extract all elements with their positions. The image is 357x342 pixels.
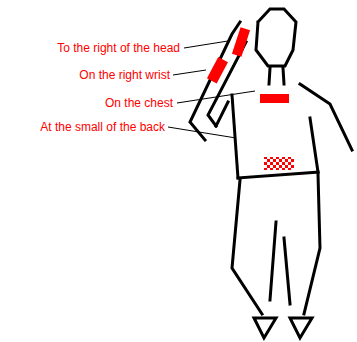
neck-line [283,68,284,84]
leg-outline [284,238,290,304]
leader-line [168,127,236,138]
leader-lines [168,41,255,138]
placement-label: On the right wrist [79,68,170,82]
leg-outline [232,180,262,314]
torso-line [310,118,318,172]
sensor-wrist [207,57,228,83]
arm-outline [300,84,352,150]
torso-line [232,95,238,178]
placement-label: To the right of the head [57,41,180,55]
belt-line [238,172,318,178]
sensor-back [264,157,294,170]
placement-label: On the chest [105,96,173,110]
leg-outline [304,174,320,314]
leader-line [184,41,228,48]
head-outline [256,9,296,66]
leader-line [177,91,255,103]
leg-outline [270,222,276,300]
placement-label: At the small of the back [40,120,165,134]
leader-line [173,70,206,75]
sensor-chest [260,94,289,103]
stick-figure [190,9,352,338]
arm-outline [216,102,228,126]
foot-outline [290,318,312,338]
neck-line [269,68,270,84]
foot-outline [254,318,276,338]
sensor-head [232,27,250,57]
